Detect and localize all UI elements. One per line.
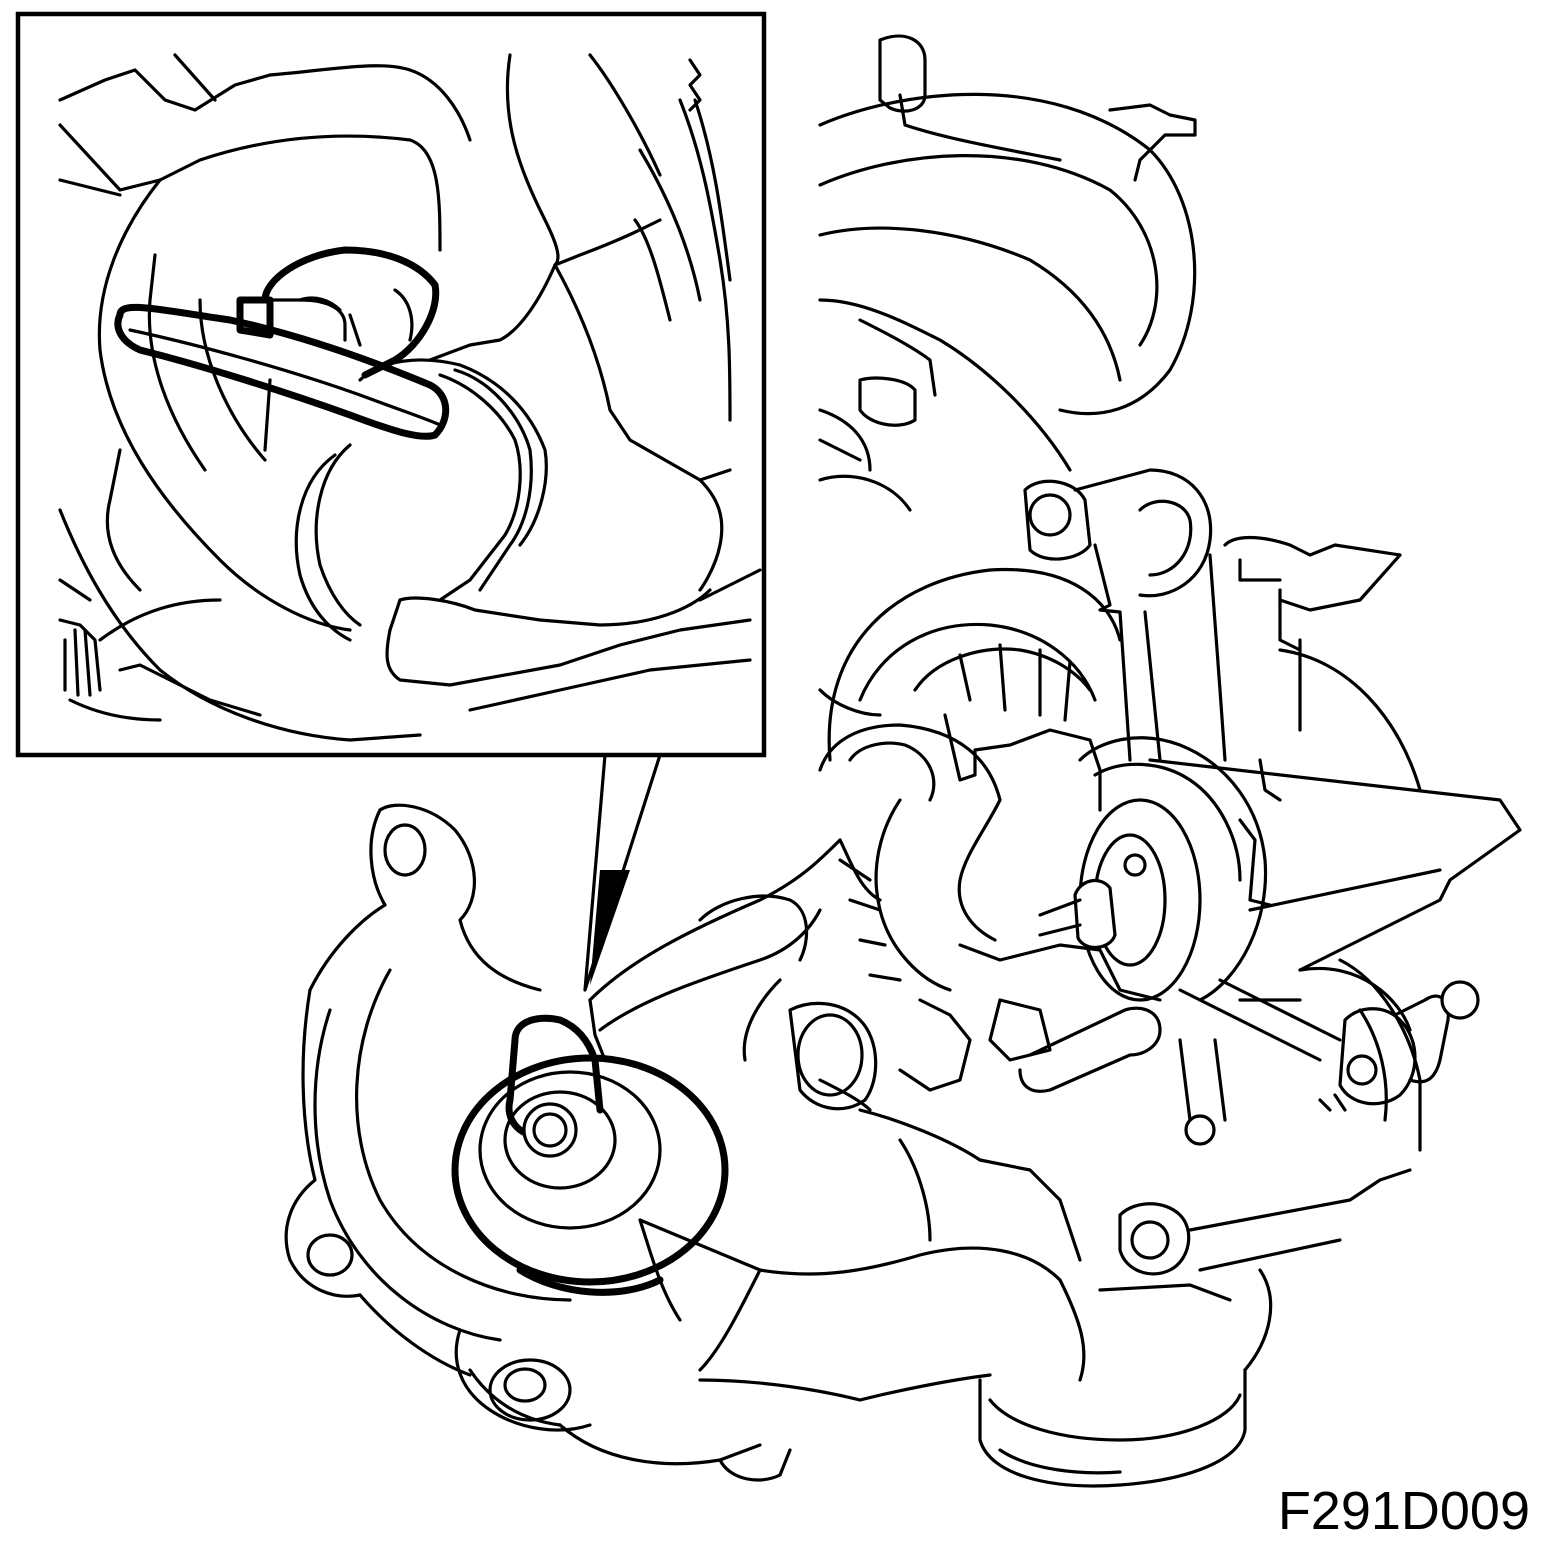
detail-inset [15,11,767,992]
turbine-housing [818,713,1162,1093]
turbocharger-assembly [284,34,1522,1488]
compressor-housing [818,34,1197,512]
wastegate-lever [588,838,882,1062]
inset-frame [15,11,767,758]
inset-pointer-shade [590,870,630,985]
turbine-outlet-flange [284,803,572,1377]
outlet-pipe [978,1168,1412,1488]
figure-code: F291D009 [1277,1481,1530,1541]
wastegate-valve [451,1014,729,1296]
exhaust-manifold [454,1001,1082,1482]
actuator-linkage [1038,736,1282,1002]
turbine-wheel [818,567,1122,762]
right-housing [1178,638,1422,1152]
inset-drawing [58,53,762,742]
actuator-rod [1148,758,1522,1112]
bracket-assembly [1023,468,1402,762]
